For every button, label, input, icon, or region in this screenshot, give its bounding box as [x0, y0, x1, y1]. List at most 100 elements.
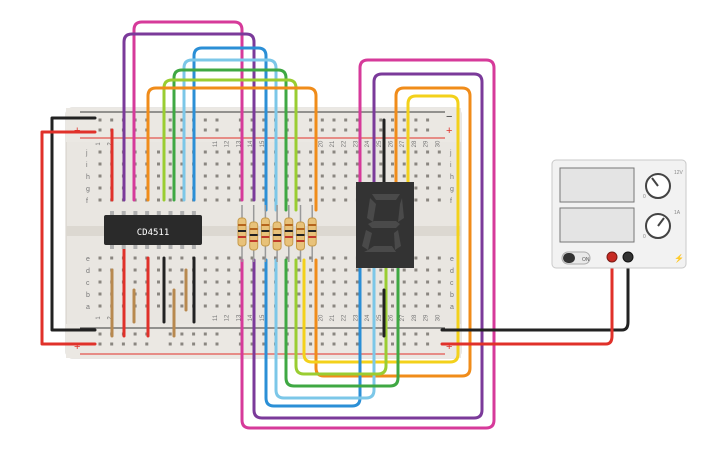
- ic-pin: [156, 211, 161, 215]
- row-letter-i: i: [86, 162, 88, 169]
- knob-bottom-max: 1A: [674, 210, 681, 216]
- column-number-24: 24: [365, 140, 371, 147]
- row-letter-b: b: [450, 292, 454, 299]
- column-number-22: 22: [342, 314, 348, 321]
- ic-pin: [156, 245, 161, 249]
- resistor[interactable]: [249, 205, 259, 262]
- resistor-array[interactable]: [237, 205, 317, 262]
- column-number-20: 20: [318, 140, 324, 147]
- column-number-30: 30: [435, 140, 441, 147]
- row-letter-e: e: [450, 256, 454, 263]
- row-letter-f: f: [450, 198, 452, 205]
- ic-label: CD4511: [137, 228, 170, 238]
- column-number-27: 27: [400, 314, 406, 321]
- bolt-icon: ⚡: [674, 253, 684, 263]
- column-number-12: 12: [225, 140, 231, 147]
- row-letter-a: a: [450, 304, 454, 311]
- row-letter-h: h: [86, 174, 90, 181]
- ic-pin: [110, 211, 114, 215]
- ic-pin: [145, 245, 150, 249]
- seven-segment-display[interactable]: 8: [356, 182, 414, 268]
- resistor[interactable]: [296, 205, 305, 262]
- column-number-21: 21: [330, 314, 336, 321]
- wire-purple-display: [252, 72, 484, 420]
- column-number-26: 26: [389, 314, 395, 321]
- wire-orange-top: [146, 86, 318, 212]
- column-number-30: 30: [435, 314, 441, 321]
- row-letter-d: d: [86, 268, 90, 275]
- wire-black-psu: [440, 260, 630, 332]
- positive-terminal[interactable]: [606, 251, 618, 263]
- column-number-20: 20: [318, 314, 324, 321]
- column-number-28: 28: [412, 140, 418, 147]
- ic-cd4511[interactable]: CD4511: [104, 211, 202, 249]
- rail-minus-label-top-right: −: [446, 111, 452, 123]
- row-letter-h: h: [450, 174, 454, 181]
- wire-black-left: [50, 116, 97, 332]
- knob-bottom-min: 0: [643, 234, 646, 240]
- column-number-24: 24: [365, 314, 371, 321]
- column-number-29: 29: [424, 140, 430, 147]
- resistor[interactable]: [284, 205, 294, 262]
- column-number-22: 22: [342, 140, 348, 147]
- row-letter-a: a: [86, 304, 90, 311]
- wire-lightblue-bottom: [274, 258, 376, 400]
- wire-magenta-top: [132, 20, 244, 202]
- ic-pin: [191, 245, 196, 249]
- knob-top-min: 0: [643, 194, 646, 200]
- column-number-14: 14: [248, 314, 254, 321]
- wire-red-psu: [440, 260, 614, 346]
- rail-plus-label-bottom-left: +: [74, 341, 80, 353]
- column-number-13: 13: [236, 140, 242, 147]
- wire-red-left: [40, 130, 97, 346]
- resistor[interactable]: [307, 205, 317, 262]
- row-letter-c: c: [450, 280, 454, 287]
- wires: [40, 20, 630, 430]
- wire-yellow-display: [302, 94, 460, 364]
- column-number-29: 29: [424, 314, 430, 321]
- ic-pin: [133, 245, 138, 249]
- wire-blue-top: [192, 46, 268, 212]
- rail-plus-label-bottom-right: +: [446, 341, 452, 353]
- negative-terminal[interactable]: [622, 251, 634, 263]
- ic-pin: [121, 211, 126, 215]
- ic-pin: [133, 211, 138, 215]
- column-number-28: 28: [412, 314, 418, 321]
- column-number-12: 12: [225, 314, 231, 321]
- wire-purple-top: [122, 32, 256, 202]
- column-number-26: 26: [389, 140, 395, 147]
- ic-pin: [145, 211, 150, 215]
- row-letter-d: d: [450, 268, 454, 275]
- power-supply[interactable]: 12V 0 1A 0 ON ⚡: [551, 159, 687, 269]
- row-letter-f: f: [86, 198, 88, 205]
- display-segments: [362, 194, 404, 252]
- ic-pin: [180, 211, 185, 215]
- column-number-25: 25: [377, 140, 383, 147]
- row-letter-e: e: [86, 256, 90, 263]
- row-letter-g: g: [86, 186, 90, 193]
- column-number-1: 1: [96, 316, 102, 320]
- resistor[interactable]: [237, 205, 247, 262]
- row-letter-j: j: [449, 150, 452, 157]
- row-letter-i: i: [450, 162, 452, 169]
- ic-pin: [168, 245, 173, 249]
- column-number-23: 23: [353, 140, 359, 147]
- resistor[interactable]: [272, 205, 282, 262]
- column-number-21: 21: [330, 140, 336, 147]
- ic-pin: [191, 211, 196, 215]
- column-number-14: 14: [248, 140, 254, 147]
- wire-blue-bottom: [264, 258, 362, 408]
- ic-pin: [180, 245, 185, 249]
- wire-lime-bottom: [294, 258, 388, 376]
- resistor[interactable]: [260, 205, 270, 262]
- power-button-label: ON: [582, 257, 590, 263]
- ic-pin: [121, 245, 126, 249]
- wire-lightblue-top: [182, 58, 278, 212]
- rail-plus-label-top-right: +: [446, 125, 452, 137]
- column-number-15: 15: [260, 140, 266, 147]
- column-number-25: 25: [377, 314, 383, 321]
- wire-green-top: [172, 68, 288, 212]
- column-number-1: 1: [96, 142, 102, 146]
